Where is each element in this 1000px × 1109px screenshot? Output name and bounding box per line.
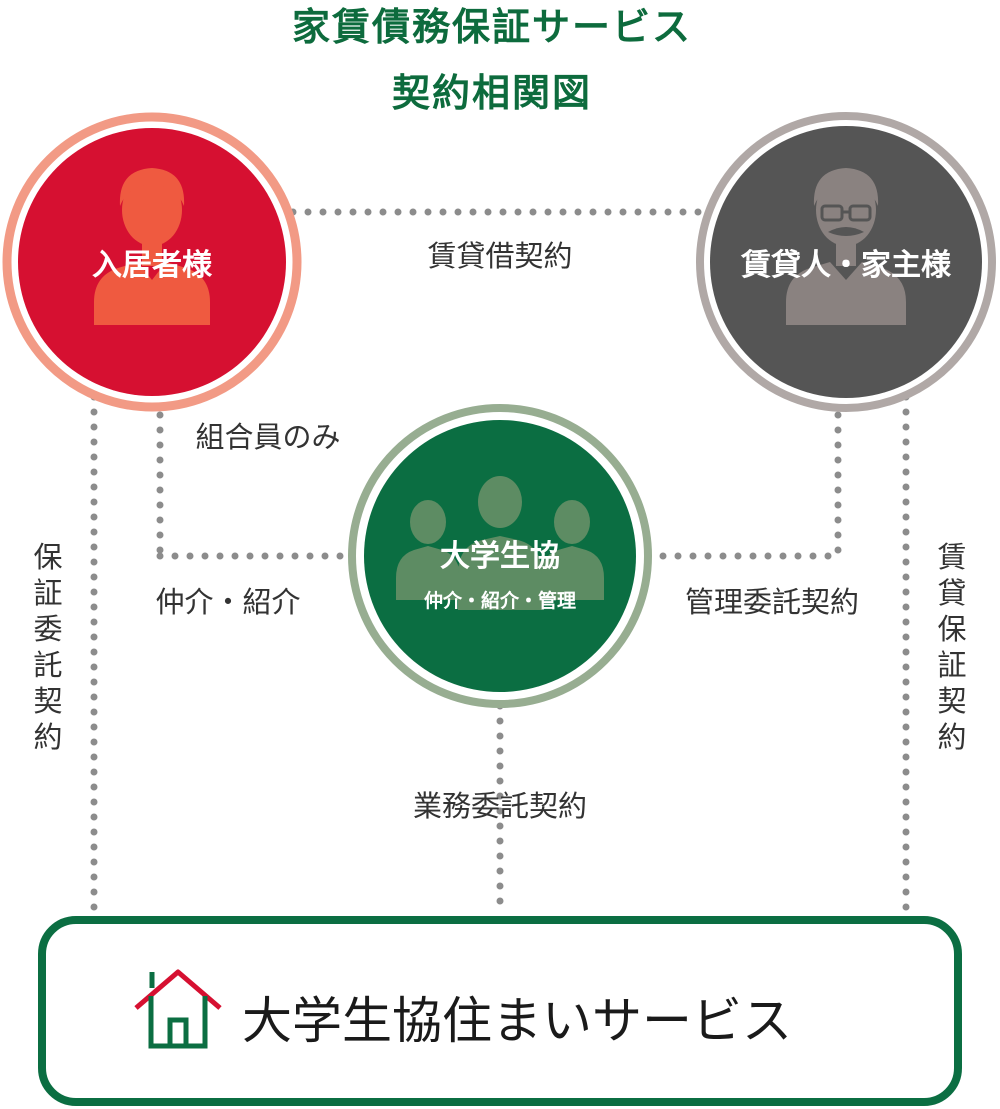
landlord-label: 賃貸人・家主様 (740, 248, 952, 283)
vertical-char: 約 (937, 720, 966, 754)
person-icon (94, 168, 210, 325)
diagram-title-line1: 家賃債務保証サービス (292, 5, 692, 49)
vertical-char: 貸 (937, 576, 966, 610)
label-management: 管理委託契約 (685, 585, 859, 619)
vertical-char: 委 (33, 612, 62, 646)
vertical-char: 託 (33, 648, 62, 682)
group-icon (396, 476, 604, 610)
node-tenant: 入居者様 (2, 112, 302, 412)
label-members-only: 組合員のみ (195, 420, 340, 454)
label-business: 業務委託契約 (413, 789, 587, 823)
connectors (90, 208, 910, 920)
house-icon (134, 969, 222, 1049)
node-coop: 大学生協 仲介・紹介・管理 (348, 404, 652, 708)
vertical-char: 契 (937, 684, 966, 718)
vertical-char: 証 (33, 576, 62, 610)
label-lease: 賃貸借契約 (427, 239, 572, 273)
service-name: 大学生協住まいサービス (242, 992, 792, 1050)
bearded-man-icon (786, 168, 906, 325)
label-guarantee-right: 賃 貸 保 証 契 約 (937, 540, 966, 754)
service-box: 大学生協住まいサービス (38, 916, 962, 1106)
coop-sublabel: 仲介・紹介・管理 (424, 589, 576, 612)
label-brokerage: 仲介・紹介 (155, 585, 300, 619)
service-box-frame (38, 916, 962, 1106)
vertical-char: 保 (937, 612, 966, 646)
vertical-char: 契 (33, 684, 62, 718)
vertical-char: 証 (937, 648, 966, 682)
label-guarantee-left: 保 証 委 託 契 約 (33, 540, 62, 754)
vertical-char: 賃 (937, 540, 966, 574)
tenant-label: 入居者様 (92, 248, 213, 283)
vertical-char: 約 (33, 720, 62, 754)
coop-label: 大学生協 (440, 539, 560, 574)
diagram-title-line2: 契約相関図 (392, 71, 592, 115)
vertical-char: 保 (33, 540, 62, 574)
node-landlord: 賃貸人・家主様 (696, 112, 996, 412)
